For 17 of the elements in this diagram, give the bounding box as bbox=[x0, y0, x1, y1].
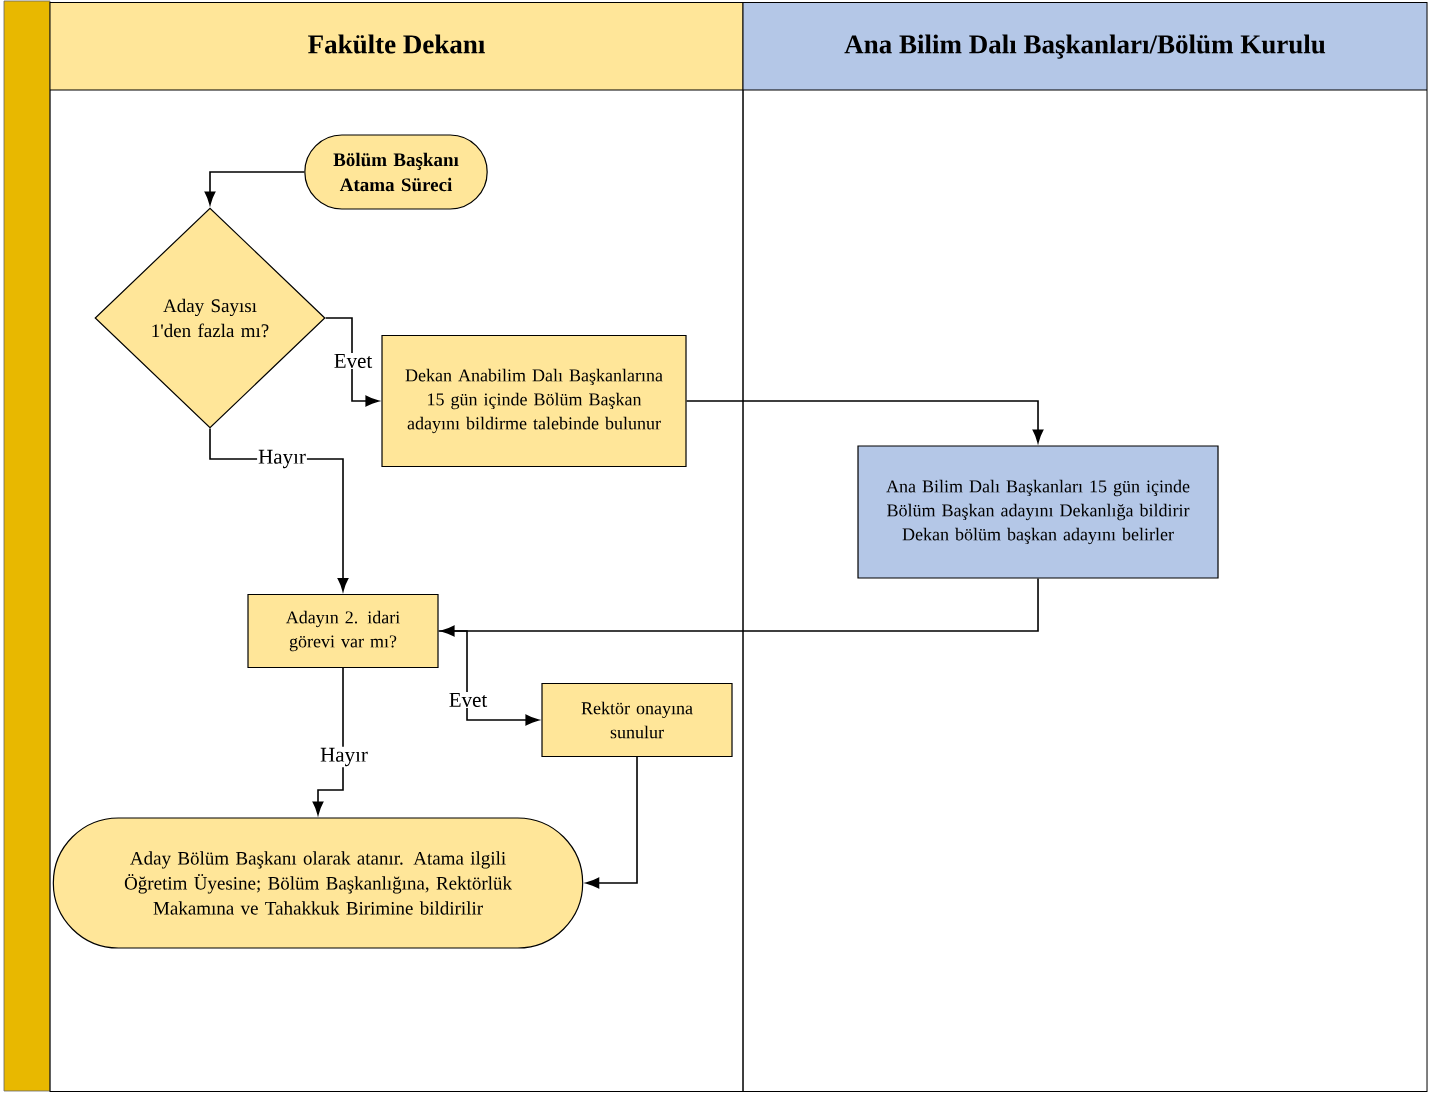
arrow bbox=[204, 171, 306, 205]
edge-label: Hayır bbox=[257, 448, 307, 470]
arrow bbox=[324, 317, 379, 407]
edge-label: Hayır bbox=[319, 746, 369, 768]
start-terminal: Bölüm Başkanı Atama Süreci bbox=[304, 134, 488, 210]
arrow bbox=[437, 630, 539, 726]
arrow bbox=[585, 756, 638, 889]
edge-label: Evet bbox=[332, 353, 374, 369]
process-box: Ana Bilim Dalı Başkanları 15 gün içinde Bölüm Başkan adayını Dekanlığa bildirir Dekan bölüm başkan adayını belirler bbox=[857, 445, 1219, 579]
edge-label: Evet bbox=[447, 692, 489, 708]
process-box: Rektör onayına sunulur bbox=[541, 682, 733, 758]
arrow bbox=[312, 667, 344, 815]
process-box: Dekan Anabilim Dalı Başkanlarına 15 gün içinde Bölüm Başkan adayını bildirme talebinde bulunur bbox=[381, 334, 687, 468]
decision-box: Adayın 2. idari görevi var mı? bbox=[247, 593, 439, 669]
arrow bbox=[685, 400, 1044, 443]
arrow bbox=[441, 577, 1039, 637]
end-terminal: Aday Bölüm Başkanı olarak atanır. Atama ilgili Öğretim Üyesine; Bölüm Başkanlığına, Rektörlük Makamına ve Tahakkuk Birimine bildirilir bbox=[52, 817, 584, 949]
